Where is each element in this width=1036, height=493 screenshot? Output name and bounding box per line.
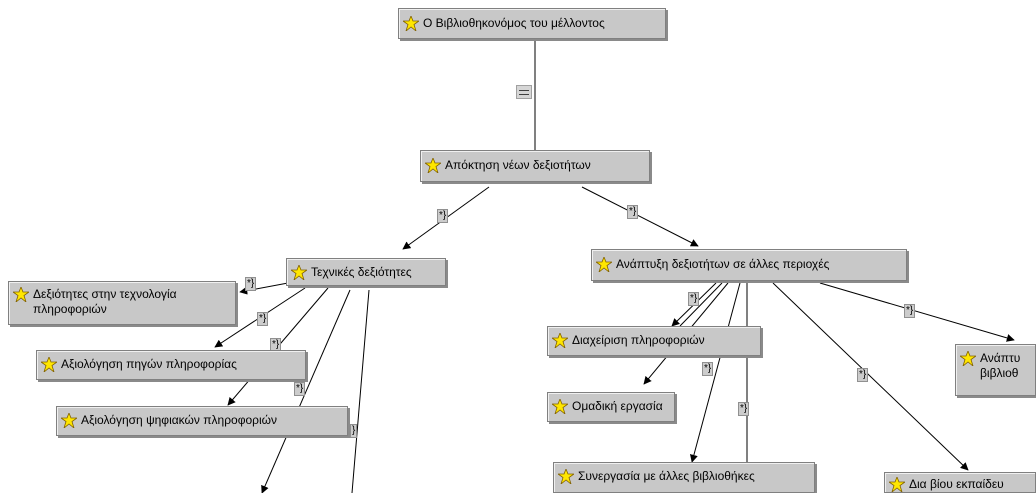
star-icon	[291, 265, 307, 280]
node-label: Τεχνικές δεξιότητες	[311, 265, 412, 279]
connector-tag: *}	[437, 209, 449, 223]
connector-tag: *}	[738, 402, 750, 416]
equal-marker	[516, 85, 532, 99]
node-lifelong[interactable]: Δια βίου εκπαίδευ	[884, 472, 1036, 493]
star-icon	[960, 351, 976, 366]
node-label: Αξιολόγηση ψηφιακών πληροφοριών	[81, 413, 278, 427]
star-icon	[596, 257, 612, 272]
connector-tag: *}	[627, 205, 639, 219]
connector-tag: *}	[688, 292, 700, 306]
connector-dev-right	[819, 282, 1015, 342]
star-icon	[403, 16, 419, 31]
connector-dev-extra	[679, 282, 723, 327]
connector-tag: *}	[904, 304, 916, 318]
connector-tech-down1	[261, 289, 351, 493]
node-label: Απόκτηση νέων δεξιοτήτων	[445, 158, 591, 172]
node-development[interactable]: Ανάπτυξη δεξιοτήτων σε άλλες περιοχές	[591, 249, 907, 281]
star-icon	[61, 413, 77, 428]
node-acquisition[interactable]: Απόκτηση νέων δεξιοτήτων	[420, 150, 650, 182]
node-it-skills[interactable]: Δεξιότητες στην τεχνολογία πληροφοριών	[8, 281, 236, 325]
node-teamwork[interactable]: Ομαδική εργασία	[547, 392, 675, 422]
node-label: Δια βίου εκπαίδευ	[909, 477, 1004, 491]
node-digital-eval[interactable]: Αξιολόγηση ψηφιακών πληροφοριών	[56, 406, 348, 436]
star-icon	[552, 399, 568, 414]
node-label: Ανάπτυξη δεξιοτήτων σε άλλες περιοχές	[616, 257, 830, 271]
star-icon	[13, 287, 29, 302]
connector-tag: }	[350, 424, 358, 438]
node-label: Ανάπτυ βιβλιοθ	[980, 351, 1021, 380]
node-label: Συνεργασία με άλλες βιβλιοθήκες	[578, 469, 755, 483]
node-technical[interactable]: Τεχνικές δεξιότητες	[286, 258, 446, 286]
node-label: Αξιολόγηση πηγών πληροφορίας	[61, 357, 237, 371]
star-icon	[552, 333, 568, 348]
connector-tech-down2	[351, 289, 370, 493]
node-info-eval[interactable]: Αξιολόγηση πηγών πληροφορίας	[36, 350, 306, 380]
connector-acq-development	[581, 186, 699, 247]
node-label: Ομαδική εργασία	[572, 399, 663, 413]
connector-dev-lifelong	[772, 282, 969, 471]
connector-tag: *}	[294, 382, 306, 396]
star-icon	[558, 469, 574, 484]
node-development-partial[interactable]: Ανάπτυ βιβλιοθ	[955, 344, 1036, 396]
star-icon	[41, 357, 57, 372]
connector-dev-collab	[690, 282, 741, 463]
star-icon	[425, 158, 441, 173]
connector-tag: *}	[245, 277, 257, 291]
node-label: Δεξιότητες στην τεχνολογία πληροφοριών	[33, 287, 177, 316]
connector-tag: *}	[257, 312, 269, 326]
star-icon	[889, 477, 905, 492]
node-label: Διαχείριση πληροφοριών	[572, 333, 705, 347]
node-label: Ο Βιβλιοθηκονόμος του μέλλοντος	[423, 16, 605, 30]
connector-tag: *}	[857, 368, 869, 382]
node-info-mgmt[interactable]: Διαχείριση πληροφοριών	[547, 326, 761, 356]
node-root[interactable]: Ο Βιβλιοθηκονόμος του μέλλοντος	[398, 8, 666, 39]
node-collab[interactable]: Συνεργασία με άλλες βιβλιοθήκες	[553, 462, 815, 493]
connector-tag: *}	[702, 362, 714, 376]
